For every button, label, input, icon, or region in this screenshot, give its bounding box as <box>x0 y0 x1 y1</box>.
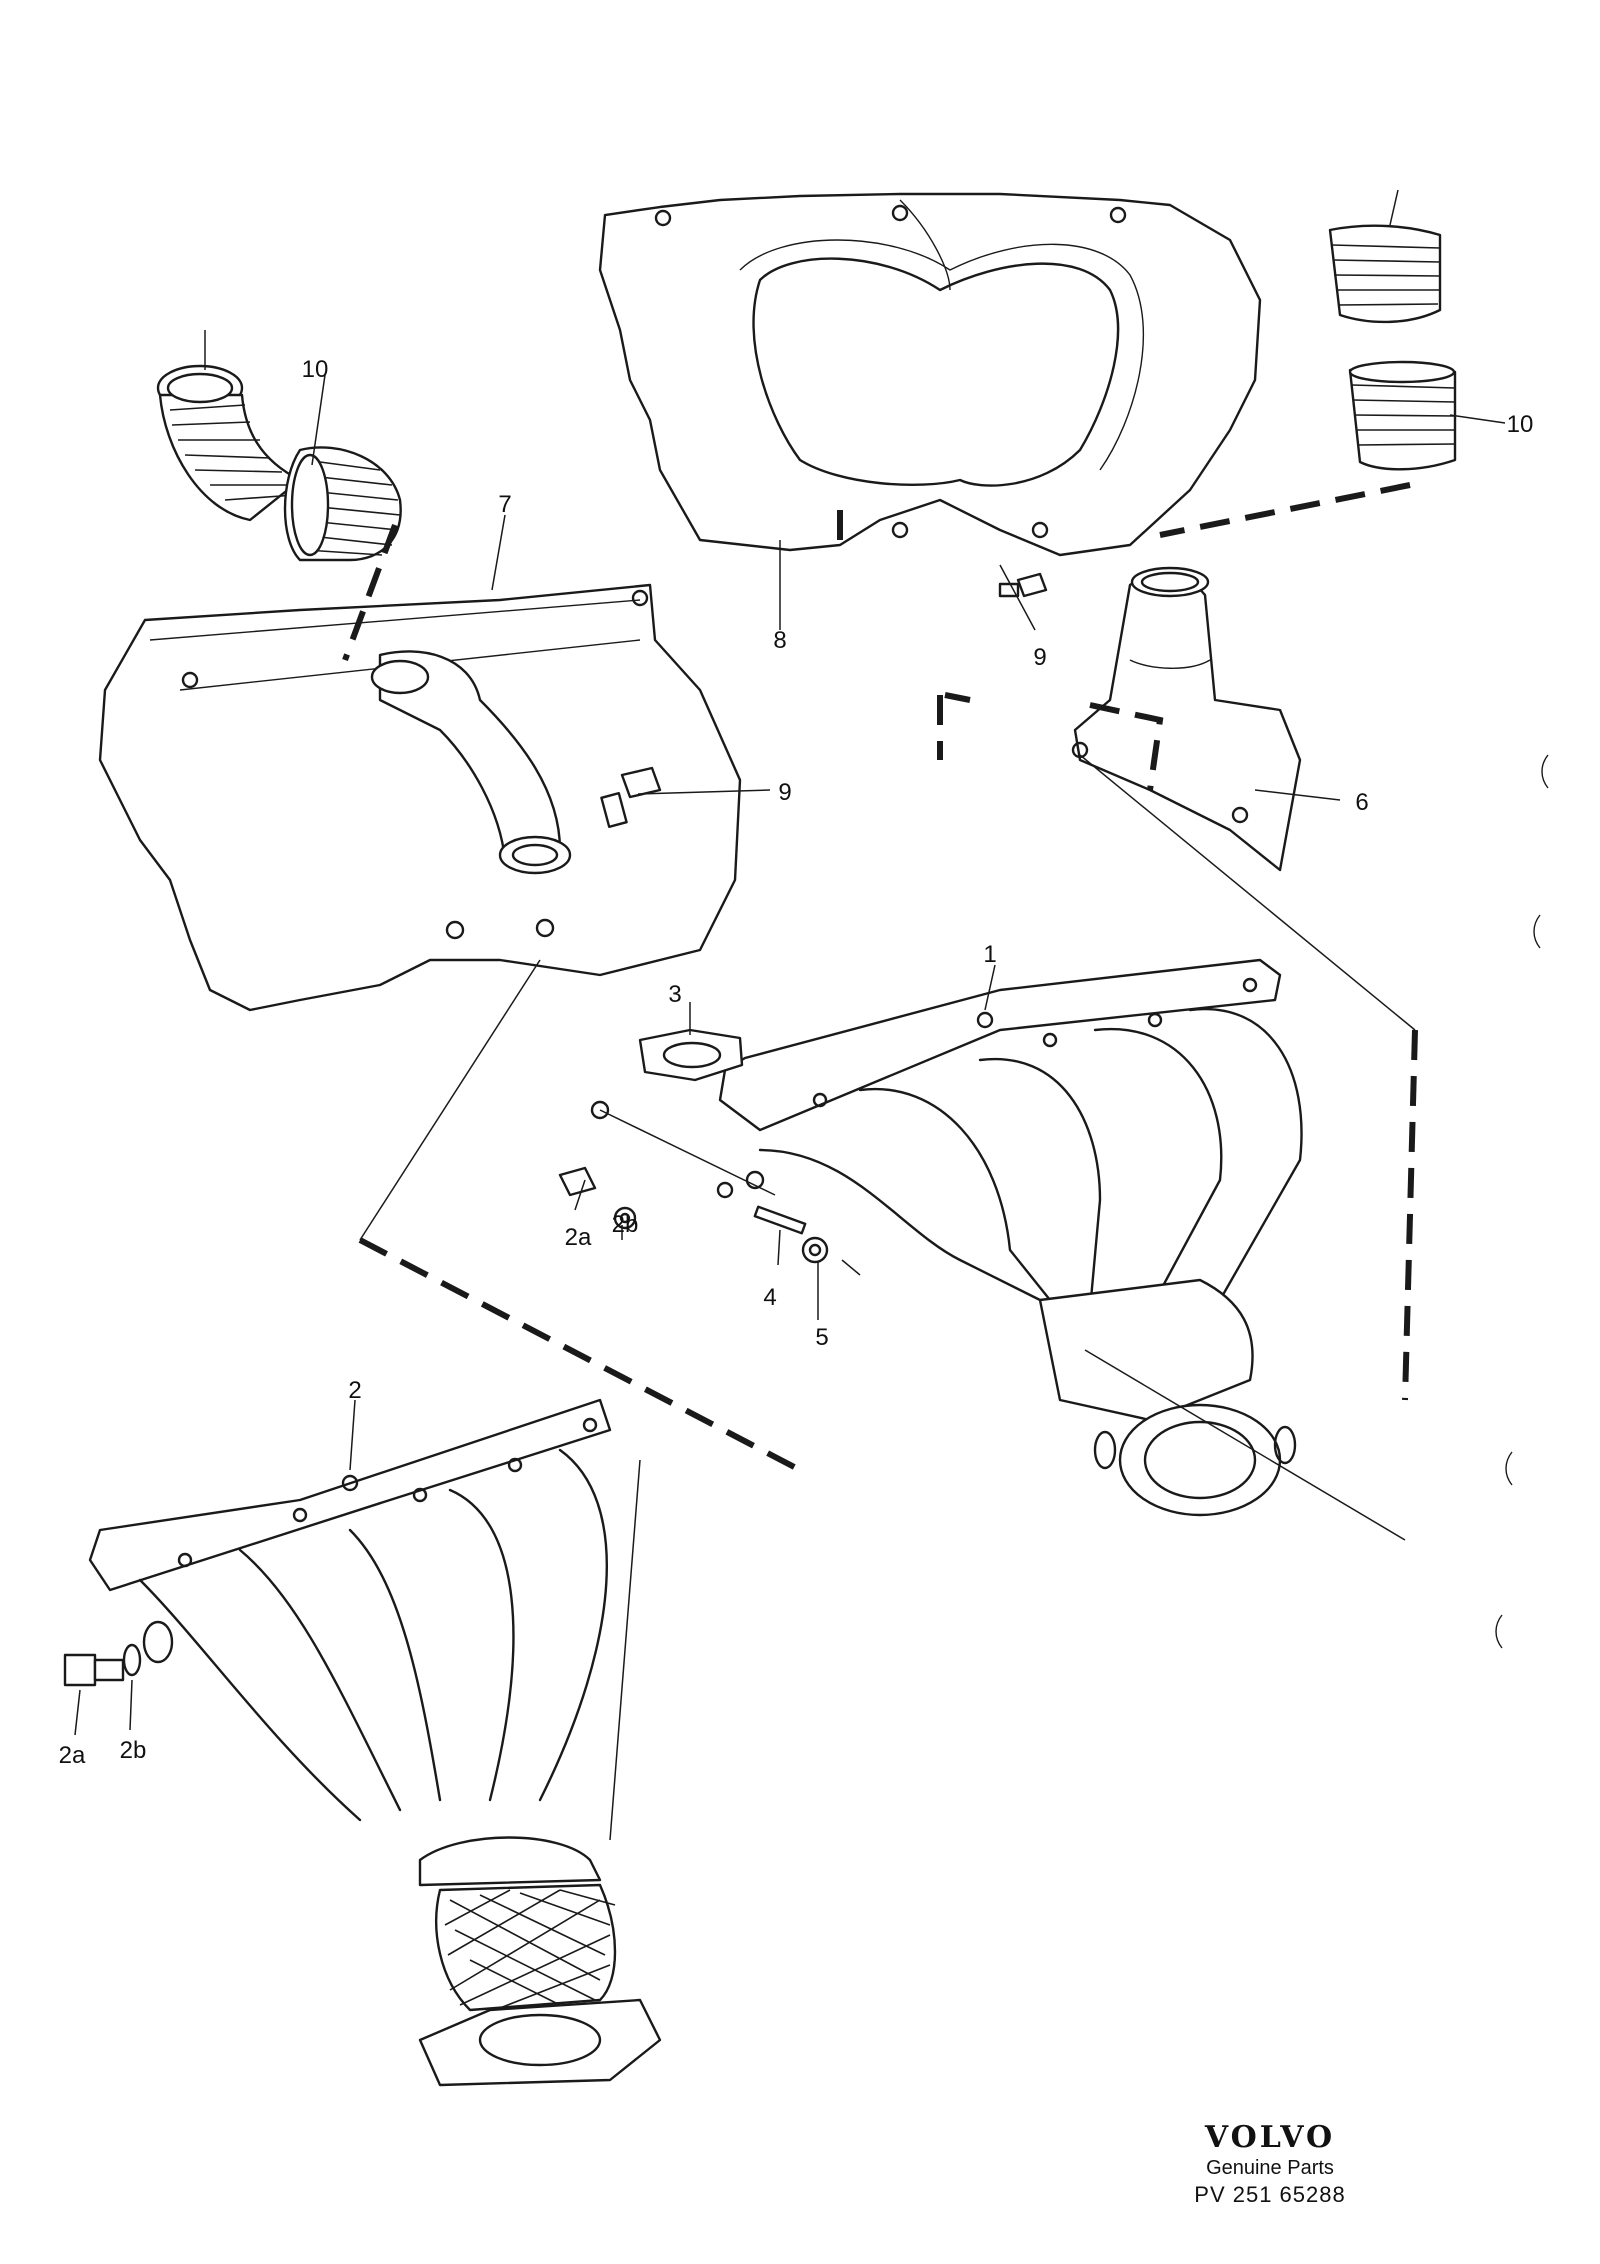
heat-shield-bracket <box>1071 566 1302 872</box>
diagram-code: PV 251 65288 <box>1194 2182 1346 2207</box>
callout-2a-lower: 2a <box>59 1742 86 1769</box>
assembly-dashed-lines <box>342 482 1418 1473</box>
callout-9-right: 9 <box>1033 644 1046 671</box>
callout-8: 8 <box>773 627 786 654</box>
exhaust-manifold-lower <box>88 1398 662 2087</box>
gasket <box>590 1028 744 1120</box>
callout-6: 6 <box>1355 789 1368 816</box>
callout-5: 5 <box>815 1324 828 1351</box>
callout-10-right: 10 <box>1507 411 1534 438</box>
heat-shield-upper <box>598 192 1262 557</box>
margin-marks <box>1495 754 1549 1649</box>
callout-2a-upper: 2a <box>565 1224 592 1251</box>
callout-9-left: 9 <box>778 779 791 806</box>
callout-3: 3 <box>668 981 681 1008</box>
callout-2b-upper: 2b <box>612 1211 639 1238</box>
callout-labels: 10 7 9 8 9 10 6 1 3 2a 2b 4 5 2 2a 2b <box>59 356 1534 1769</box>
flex-hose-right <box>1328 224 1457 471</box>
leader-lines <box>74 189 1506 1841</box>
exhaust-manifold-upper <box>716 958 1303 1517</box>
callout-10-left: 10 <box>302 356 329 383</box>
heat-shield-left <box>98 583 742 1012</box>
callout-4: 4 <box>763 1284 776 1311</box>
fasteners <box>63 572 1048 1687</box>
volvo-logo: VOLVO <box>1204 2120 1336 2155</box>
brand-block: VOLVO Genuine Parts PV 251 65288 <box>1160 2120 1380 2208</box>
callout-2b-lower: 2b <box>120 1737 147 1764</box>
callout-2: 2 <box>348 1377 361 1404</box>
callout-1: 1 <box>983 941 996 968</box>
brand-subtitle: Genuine Parts <box>1206 2157 1334 2179</box>
flex-hose-left <box>156 364 402 562</box>
callout-7: 7 <box>498 491 511 518</box>
